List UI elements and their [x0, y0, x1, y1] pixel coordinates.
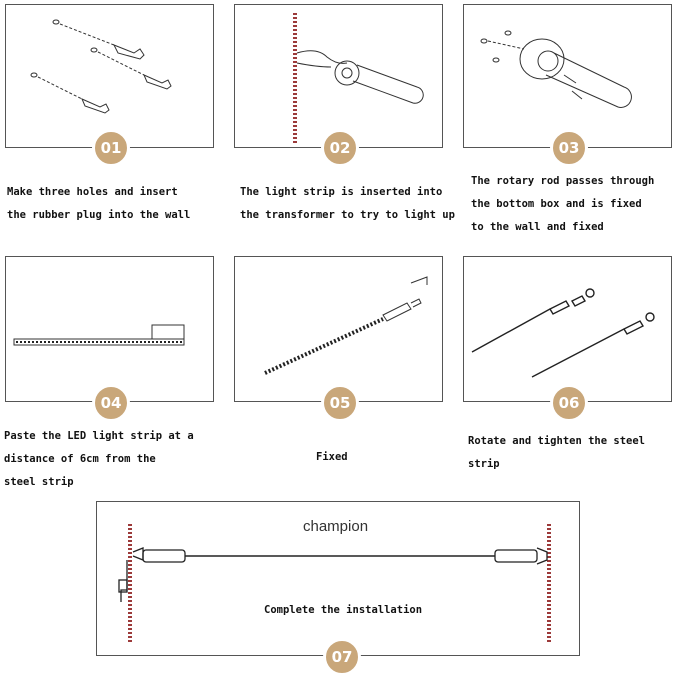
wall-plug-illustration	[30, 19, 172, 114]
step-01-panel: 01	[5, 4, 214, 167]
step-03-panel: 03	[463, 4, 672, 167]
step-04-badge: 04	[92, 384, 130, 422]
rotary-rod-illustration	[480, 30, 632, 108]
step-07-caption: Complete the installation	[264, 604, 423, 616]
step-07-badge: 07	[323, 638, 361, 676]
brand-name: champion	[303, 518, 369, 535]
step-02-badge: 02	[321, 129, 359, 167]
installed-system-illustration	[118, 524, 551, 644]
step-05-badge: 05	[321, 384, 359, 422]
step-06-badge: 06	[550, 384, 588, 422]
step-01-caption: Make three holes and insert the rubber p…	[7, 186, 191, 221]
step-02-caption: The light strip is inserted into the tra…	[240, 186, 455, 221]
step-04-caption: Paste the LED light strip at a distance …	[4, 430, 194, 488]
step-01-badge: 01	[92, 129, 130, 167]
step-03-caption: The rotary rod passes through the bottom…	[471, 175, 655, 233]
led-strip-illustration	[13, 324, 185, 346]
step-05-caption: Fixed	[316, 451, 348, 463]
step-07-panel: champion Complete the installation 07	[96, 501, 580, 676]
transformer-illustration	[293, 13, 424, 145]
step-03-badge: 03	[550, 129, 588, 167]
step-06-panel: 06	[463, 256, 672, 422]
steel-strip-illustration	[471, 288, 655, 378]
step-04-panel: 04	[5, 256, 214, 422]
step-02-panel: 02	[234, 4, 443, 167]
fixed-strip-illustration	[264, 276, 428, 375]
step-06-caption: Rotate and tighten the steel strip	[468, 435, 646, 470]
step-05-panel: 05	[234, 256, 443, 422]
